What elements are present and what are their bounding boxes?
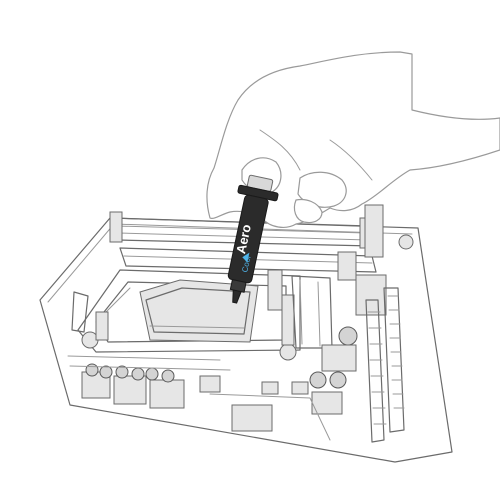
syringe-tip — [232, 289, 242, 304]
vrm-area — [291, 251, 387, 349]
cpu-socket — [71, 269, 301, 361]
syringe-logo-mark — [242, 252, 250, 263]
pcie-slots — [365, 234, 414, 443]
thermal-paste-syringe: Aero Cool — [227, 174, 279, 304]
cpu-chip — [139, 279, 259, 343]
syringe-brand-text: Aero — [233, 223, 254, 255]
syringe-logo-text: Cool — [240, 255, 252, 273]
io-components — [67, 326, 358, 441]
